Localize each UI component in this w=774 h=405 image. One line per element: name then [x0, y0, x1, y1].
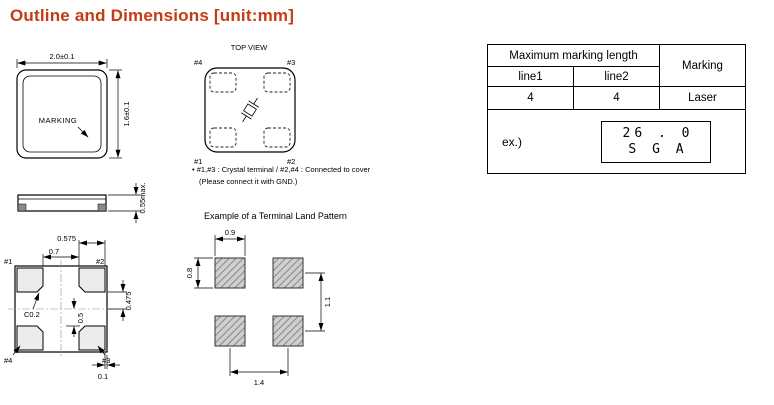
terminal-note-line1: • #1,#3 : Crystal terminal / #2,#4 : Con… — [192, 165, 371, 174]
land-pattern-drawing: 0.9 0.8 1.1 1.4 — [185, 228, 332, 387]
land-vertical-pitch-label: 1.1 — [323, 297, 332, 307]
page-title: Outline and Dimensions [unit:mm] — [10, 6, 295, 25]
pad-2 — [78, 267, 106, 293]
hidden-pad-2 — [263, 127, 291, 148]
land-pad-width-dimension: 0.9 — [214, 228, 246, 256]
package-front-view: MARKING 2.0±0.1 1.6±0.1 — [16, 52, 131, 159]
land-pattern: 0.9 0.8 1.1 1.4 — [185, 228, 332, 387]
land-horizontal-pitch-dimension: 1.4 — [229, 348, 289, 387]
marking-method-value: Laser — [659, 86, 746, 110]
land-pad-3 — [214, 315, 246, 347]
terminal-note-line2: (Please connect it with GND.) — [199, 177, 298, 186]
marking-column-header: Marking — [659, 44, 746, 87]
pad-offset-dimension: 0.475 — [108, 280, 133, 321]
pin2-label: #2 — [96, 257, 104, 266]
line2-value: 4 — [573, 86, 660, 110]
land-pad-4 — [272, 315, 304, 347]
line2-header: line2 — [573, 66, 660, 87]
pin3-leader-arrow — [97, 345, 106, 356]
pad-gap-dimension: 0.7 — [42, 247, 79, 266]
marking-example-row: ex.) 26 . 0 S G A — [488, 110, 745, 173]
width-dim-label: 2.0±0.1 — [50, 52, 75, 61]
pin4-label: #4 — [4, 356, 12, 365]
marking-example-cell: ex.) 26 . 0 S G A — [487, 109, 746, 174]
center-gap-dimension: 0.5 — [66, 298, 85, 337]
center-gap-dim-label: 0.5 — [76, 313, 85, 323]
top-view-drawing: TOP VIEW #4 #3 #1 #2 — [194, 43, 296, 166]
example-label: ex.) — [502, 134, 523, 149]
pin1-label: #1 — [4, 257, 12, 266]
height-dim-label: 1.6±0.1 — [122, 102, 131, 127]
width-dimension: 2.0±0.1 — [16, 52, 108, 68]
hidden-pad-4 — [209, 72, 237, 93]
line1-value: 4 — [487, 86, 574, 110]
pad-4 — [16, 325, 44, 351]
topview-pin3-label: #3 — [287, 58, 295, 67]
land-pad-width-label: 0.9 — [225, 228, 235, 237]
land-pad-1 — [214, 257, 246, 289]
pin3-label: #3 — [102, 356, 110, 365]
thickness-dimension: 0.55max. — [108, 183, 147, 223]
terminal-cap-left — [17, 203, 27, 212]
line1-header: line1 — [487, 66, 574, 87]
topview-pin4-label: #4 — [194, 58, 202, 67]
land-horizontal-pitch-label: 1.4 — [254, 378, 264, 387]
pad-1 — [16, 267, 44, 293]
chamfer-leader-arrow — [32, 292, 40, 310]
pad-3 — [78, 325, 106, 351]
topview-pin1-label: #1 — [194, 157, 202, 166]
edge-gap-dimension: 0.1 — [92, 353, 120, 381]
package-inner-outline — [22, 75, 102, 153]
marking-table: Maximum marking length Marking line1 lin… — [487, 44, 746, 174]
land-pad-height-label: 0.8 — [185, 268, 194, 278]
package-side-view: 0.55max. — [17, 183, 147, 223]
side-body — [17, 194, 107, 212]
pad-width-dim-label: 0.575 — [57, 234, 76, 243]
thickness-dim-label: 0.55max. — [138, 183, 147, 214]
pin4-leader-arrow — [12, 345, 21, 356]
land-vertical-pitch-dimension: 1.1 — [305, 272, 332, 332]
height-dimension: 1.6±0.1 — [109, 69, 131, 159]
top-view: TOP VIEW #4 #3 #1 #2 — [194, 43, 296, 166]
edge-gap-dim-label: 0.1 — [98, 372, 108, 381]
marking-example-line2: S G A — [628, 142, 688, 157]
package-outline — [16, 69, 108, 159]
package-drawings: MARKING 2.0±0.1 1.6±0.1 — [4, 52, 147, 381]
marking-length-header: Maximum marking length — [487, 44, 660, 67]
land-pad-2 — [272, 257, 304, 289]
land-pattern-title: Example of a Terminal Land Pattern — [204, 211, 347, 221]
terminal-cap-right — [97, 203, 107, 212]
package-bottom-view: #1 #2 #3 #4 C0.2 0.575 0.7 — [4, 234, 133, 381]
hidden-pad-3 — [263, 72, 291, 93]
pad-width-dimension: 0.575 — [57, 234, 106, 266]
topview-pin2-label: #2 — [287, 157, 295, 166]
land-pad-height-dimension: 0.8 — [185, 257, 213, 289]
marking-label: MARKING — [39, 116, 78, 125]
pad-offset-dim-label: 0.475 — [124, 292, 133, 311]
top-view-title: TOP VIEW — [231, 43, 268, 52]
chamfer-label: C0.2 — [24, 310, 40, 319]
crystal-symbol-icon — [240, 97, 260, 123]
hidden-pad-1 — [209, 127, 237, 148]
marking-example-line1: 26 . 0 — [622, 126, 694, 141]
marking-example-box: 26 . 0 S G A — [601, 120, 711, 163]
pad-gap-dim-label: 0.7 — [49, 247, 59, 256]
topview-body — [204, 67, 296, 153]
marking-leader-arrow — [77, 126, 89, 138]
